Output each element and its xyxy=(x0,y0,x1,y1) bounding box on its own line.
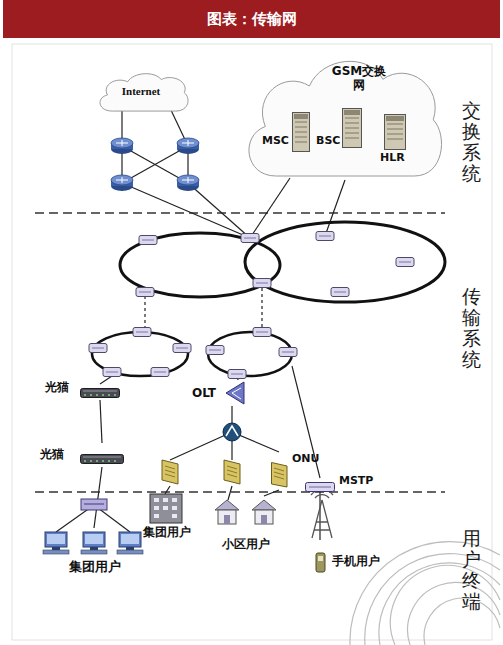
user-node: 集团用户 xyxy=(35,528,159,579)
device-node: HLR xyxy=(370,114,420,166)
modem-icon xyxy=(80,384,120,394)
node-label: BSC xyxy=(316,134,340,147)
node-label: MSTP xyxy=(339,474,373,487)
server-icon xyxy=(342,108,362,148)
layer-label: 传输系统 xyxy=(462,286,481,370)
olt-icon xyxy=(224,381,246,405)
network-cloud: Internet xyxy=(95,70,191,114)
device-node: OLT xyxy=(192,380,254,406)
server-icon xyxy=(292,112,310,152)
node-label: 手机用户 xyxy=(332,553,380,570)
onu-icon xyxy=(271,462,288,488)
mstp-icon xyxy=(305,478,335,488)
node-label: Internet xyxy=(95,85,187,97)
user-node: 小区用户 xyxy=(206,496,290,554)
layer-label: 用户终端 xyxy=(462,528,481,612)
node-label: 光猫 xyxy=(45,379,69,396)
modem-icon xyxy=(80,450,124,460)
link-line xyxy=(100,400,102,443)
node-label: ONU xyxy=(292,452,320,465)
node-label: 光猫 xyxy=(40,446,64,463)
node-label: 小区用户 xyxy=(206,536,286,553)
device-node: MSC xyxy=(262,112,314,154)
device-node: BSC xyxy=(316,108,366,152)
node-label: MSC xyxy=(262,134,289,147)
node-label: GSM交换网 xyxy=(326,64,392,93)
link-line xyxy=(319,492,320,540)
link-line xyxy=(94,467,102,528)
node-label: HLR xyxy=(380,151,405,164)
user-node: 手机用户 xyxy=(308,540,398,578)
node-label: 集团用户 xyxy=(35,558,155,576)
title-bar: 图表：传输网 xyxy=(3,0,500,38)
device-node: 光猫 xyxy=(45,376,129,400)
diagram-title: 图表：传输网 xyxy=(3,0,500,38)
node-label: OLT xyxy=(192,386,216,400)
node-label: 集团用户 xyxy=(136,524,198,541)
network-cloud: GSM交换网 MSC BSC HLR xyxy=(238,50,448,185)
server-icon xyxy=(384,114,406,150)
layer-label: 交换系统 xyxy=(462,100,481,184)
link-line xyxy=(264,490,279,496)
user-node: 集团用户 xyxy=(136,493,202,544)
device-node: 光猫 xyxy=(40,443,126,467)
device-node: MSTP xyxy=(305,462,383,492)
